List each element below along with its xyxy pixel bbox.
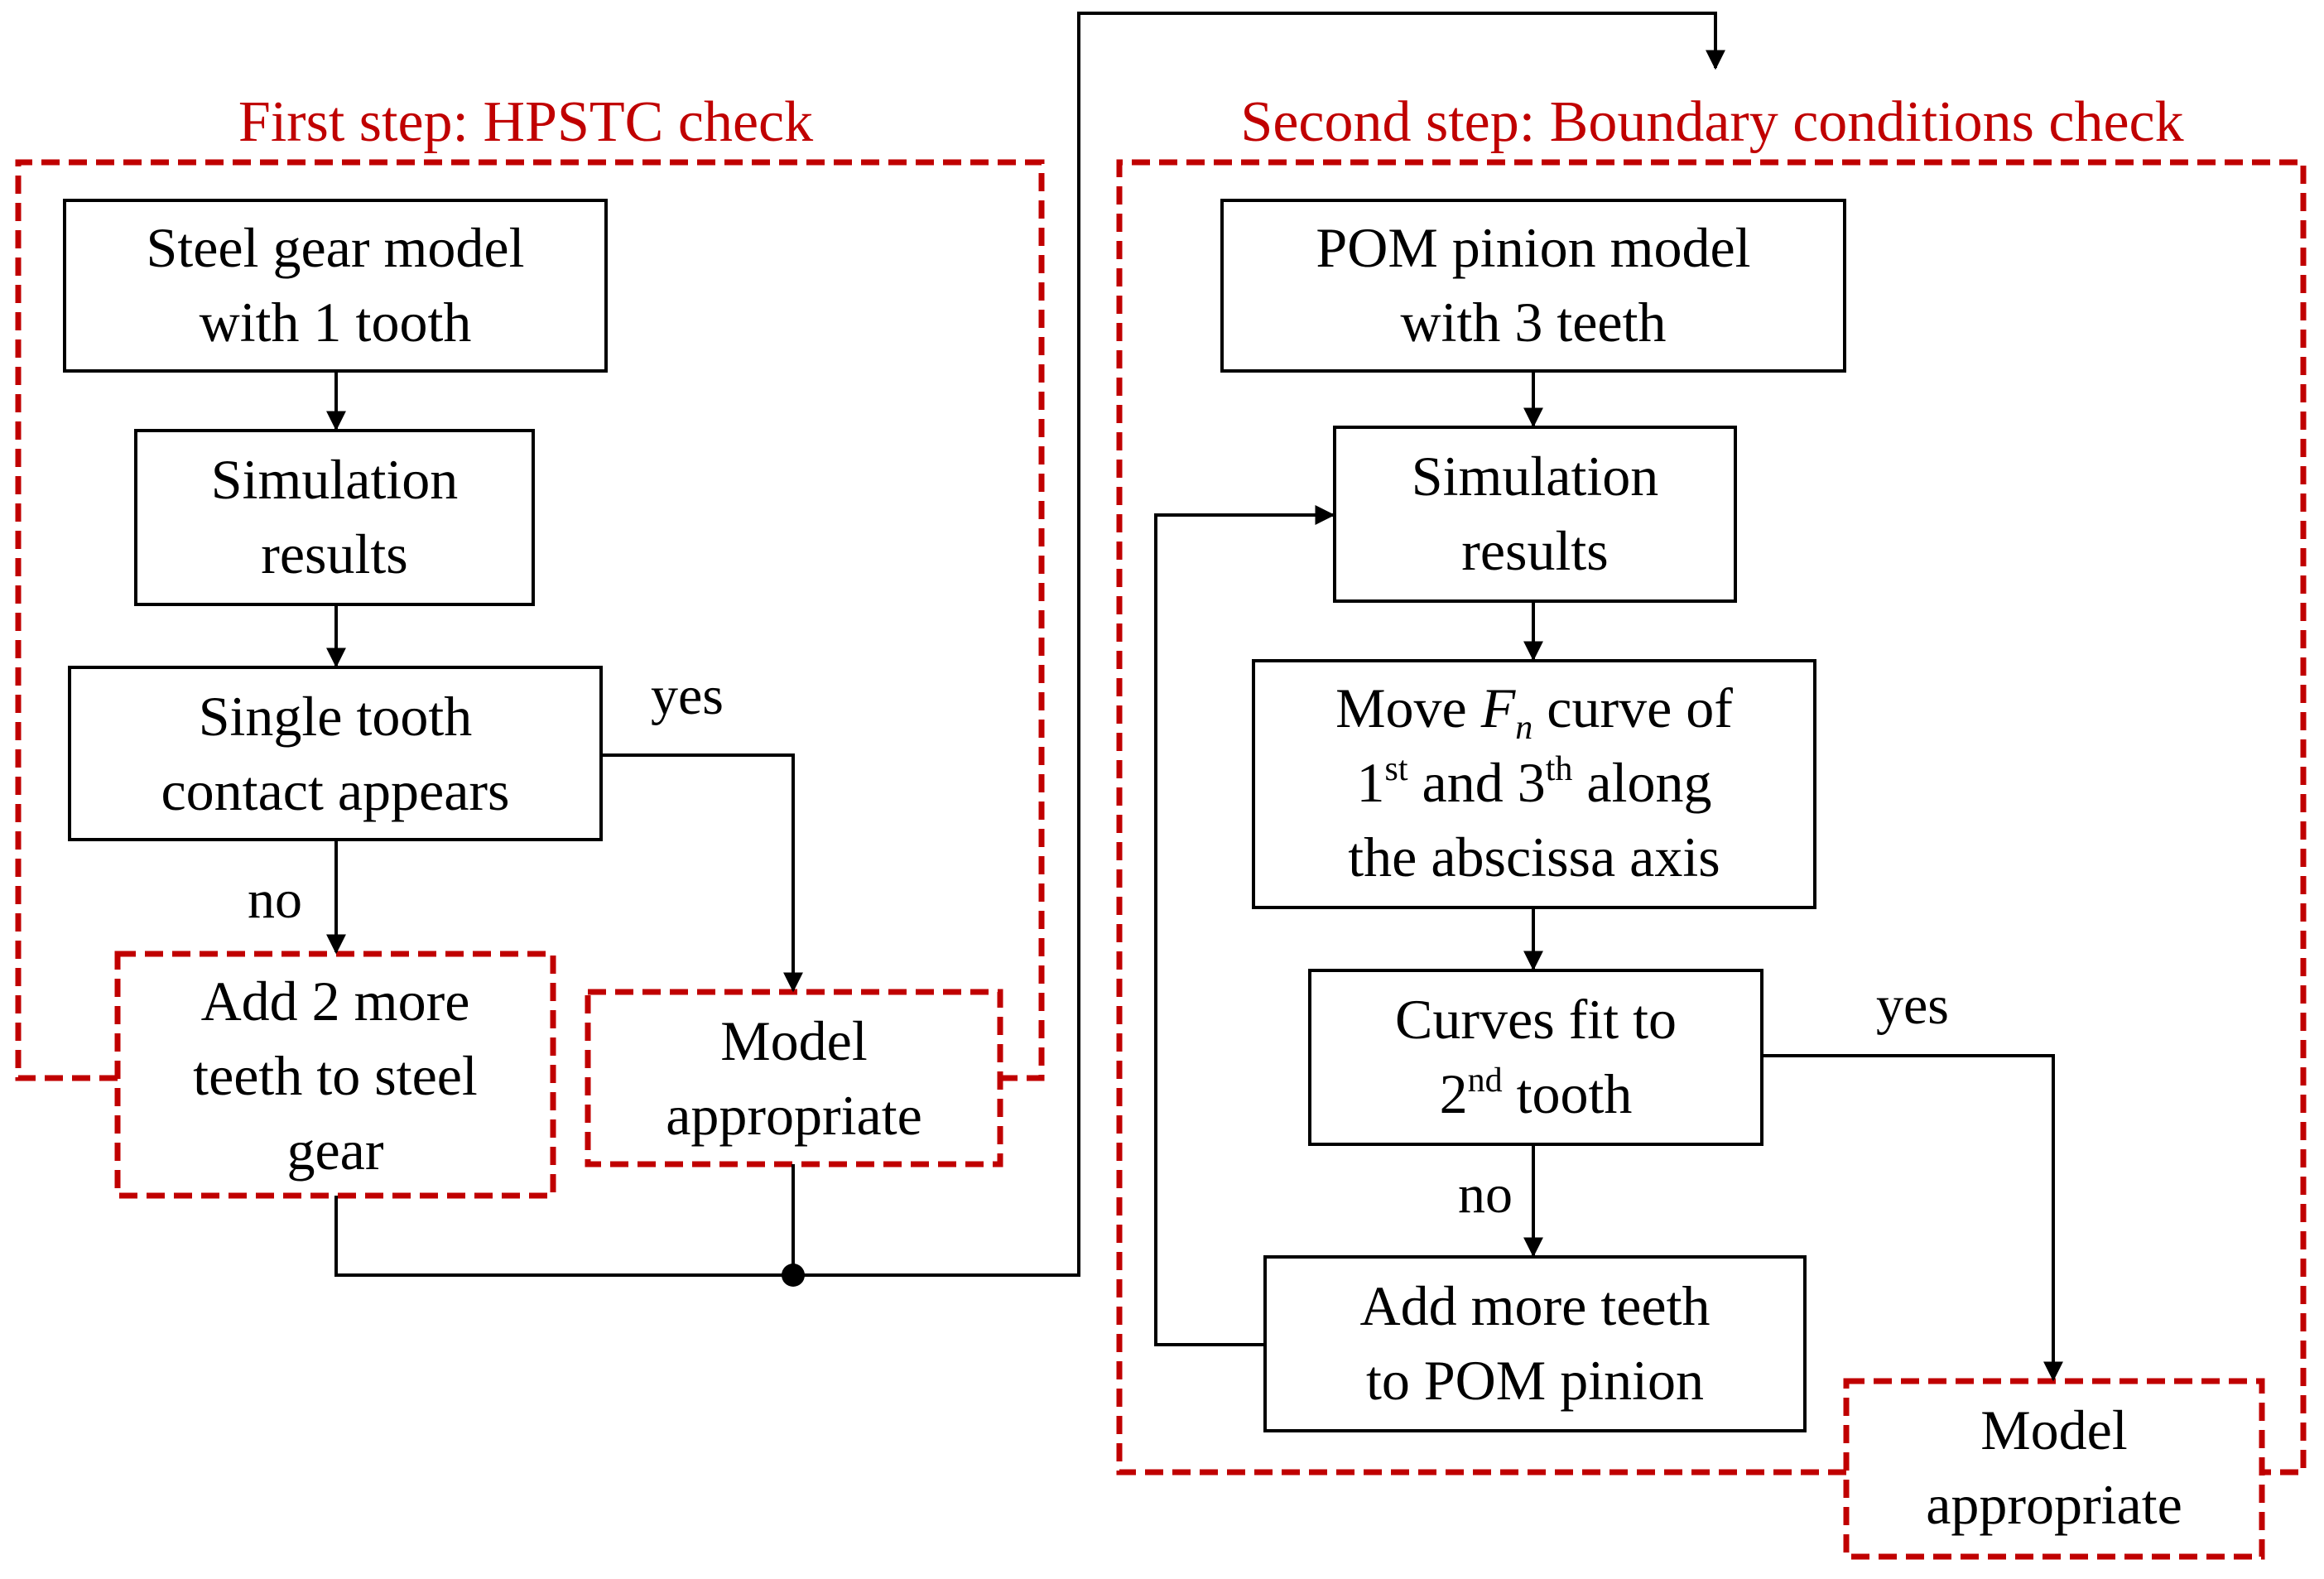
pom-pinion-model-box	[1220, 199, 1846, 373]
add-two-teeth-line2: teeth to steel	[193, 1044, 478, 1107]
step2-model-appropriate-line1: Model	[1980, 1398, 2128, 1461]
step2-simulation-line1: Simulation	[1412, 445, 1658, 508]
curves-fit-box	[1308, 969, 1763, 1146]
arrow-loop-back	[1154, 505, 1335, 1346]
step1-model-appropriate-line2: appropriate	[666, 1084, 922, 1147]
pom-pinion-model-line1: POM pinion model	[1316, 216, 1750, 279]
arrow-fit-yes	[1762, 1054, 2063, 1382]
arrow-contact-yes	[601, 753, 803, 993]
steel-gear-model-line1: Steel gear model	[147, 216, 525, 279]
step1-simulation-results-box	[134, 429, 535, 606]
step1-yes-label: yes	[651, 666, 724, 726]
move-fn-curve-box	[1252, 659, 1816, 909]
add-more-teeth-box	[1263, 1255, 1807, 1432]
step1-model-appropriate-line1: Model	[720, 1009, 868, 1072]
step1-no-label: no	[248, 869, 302, 930]
step2-yes-label: yes	[1876, 975, 1949, 1036]
steel-gear-model-line2: with 1 tooth	[200, 291, 472, 354]
connector-step1-to-step2	[334, 12, 1725, 1277]
move-fn-curve-line3: the abscissa axis	[1348, 826, 1720, 888]
step1-simulation-line2: results	[261, 522, 408, 585]
curves-fit-line1: Curves fit to	[1395, 988, 1677, 1051]
step2-no-label: no	[1458, 1164, 1513, 1225]
step2-title: Second step: Boundary conditions check	[1240, 90, 2183, 154]
step1-frame	[15, 159, 1045, 1081]
step2-model-appropriate-box	[1843, 1378, 2265, 1560]
add-more-teeth-line2: to POM pinion	[1366, 1349, 1704, 1412]
step1-simulation-line1: Simulation	[211, 448, 458, 511]
step2-model-appropriate-line2: appropriate	[1926, 1473, 2182, 1536]
add-more-teeth-line1: Add more teeth	[1360, 1274, 1711, 1337]
single-tooth-contact-line2: contact appears	[161, 759, 510, 822]
step1-title: First step: HPSTC check	[238, 90, 813, 154]
step2-simulation-line2: results	[1461, 519, 1609, 582]
move-fn-curve-line1: Move Fn curve of	[1335, 676, 1733, 747]
add-two-teeth-box	[114, 951, 556, 1199]
add-two-teeth-line3: gear	[286, 1119, 383, 1182]
move-fn-curve-line2: 1st and 3th along	[1357, 750, 1712, 814]
curves-fit-line2: 2nd tooth	[1440, 1061, 1633, 1125]
steel-gear-model-box	[63, 199, 608, 373]
junction-dot	[782, 1264, 805, 1287]
single-tooth-contact-line1: Single tooth	[199, 685, 473, 748]
pom-pinion-model-line2: with 3 teeth	[1400, 291, 1666, 354]
step2-simulation-results-box	[1333, 426, 1737, 603]
step2-frame	[1116, 159, 2307, 1475]
add-two-teeth-line1: Add 2 more	[201, 970, 470, 1033]
